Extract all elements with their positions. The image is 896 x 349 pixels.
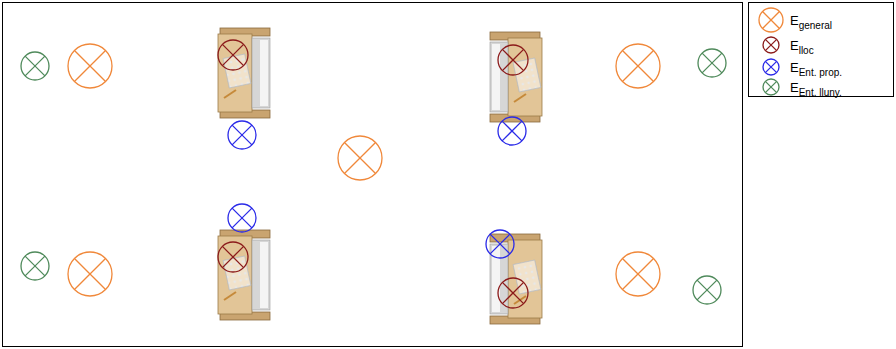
lamp-symbol bbox=[498, 278, 528, 308]
desk-illustration bbox=[490, 32, 542, 122]
lamp-symbol bbox=[68, 252, 112, 296]
lamp-symbol bbox=[698, 49, 726, 77]
legend-swatch bbox=[757, 7, 785, 33]
lamp-symbol bbox=[68, 44, 112, 88]
lamp-symbol bbox=[21, 252, 49, 280]
legend-label: EEnt. prop. bbox=[790, 61, 842, 74]
lamp-symbol bbox=[693, 276, 721, 304]
legend-swatch bbox=[757, 74, 785, 100]
legend-entry: EEnt. lluny. bbox=[757, 74, 842, 100]
lamp-symbol bbox=[616, 44, 660, 88]
desk-illustration bbox=[490, 234, 542, 324]
legend-entry: Egeneral bbox=[757, 7, 832, 33]
legend-frame bbox=[749, 3, 894, 97]
legend-label: Egeneral bbox=[790, 14, 832, 27]
lamp-symbol bbox=[486, 230, 514, 258]
room-outline bbox=[3, 3, 743, 347]
lamps bbox=[21, 40, 726, 308]
desk-illustration bbox=[218, 230, 270, 320]
legend-label: EEnt. lluny. bbox=[790, 81, 842, 94]
lamp-symbol bbox=[218, 242, 248, 272]
legend-swatch bbox=[757, 32, 785, 58]
lamp-symbol bbox=[218, 40, 248, 70]
legend-swatch bbox=[757, 54, 785, 80]
legend-entry: EEnt. prop. bbox=[757, 54, 842, 80]
desk-illustration bbox=[218, 28, 270, 118]
desks bbox=[218, 28, 542, 324]
lamp-symbol bbox=[338, 136, 382, 180]
lamp-symbol bbox=[498, 117, 526, 145]
lamp-symbol bbox=[616, 252, 660, 296]
lamp-symbol bbox=[228, 121, 256, 149]
legend-entry: Elloc bbox=[757, 32, 814, 58]
lamp-symbol bbox=[498, 45, 528, 75]
lamp-symbol bbox=[228, 204, 256, 232]
legend-label: Elloc bbox=[790, 39, 814, 52]
lamp-symbol bbox=[21, 52, 49, 80]
